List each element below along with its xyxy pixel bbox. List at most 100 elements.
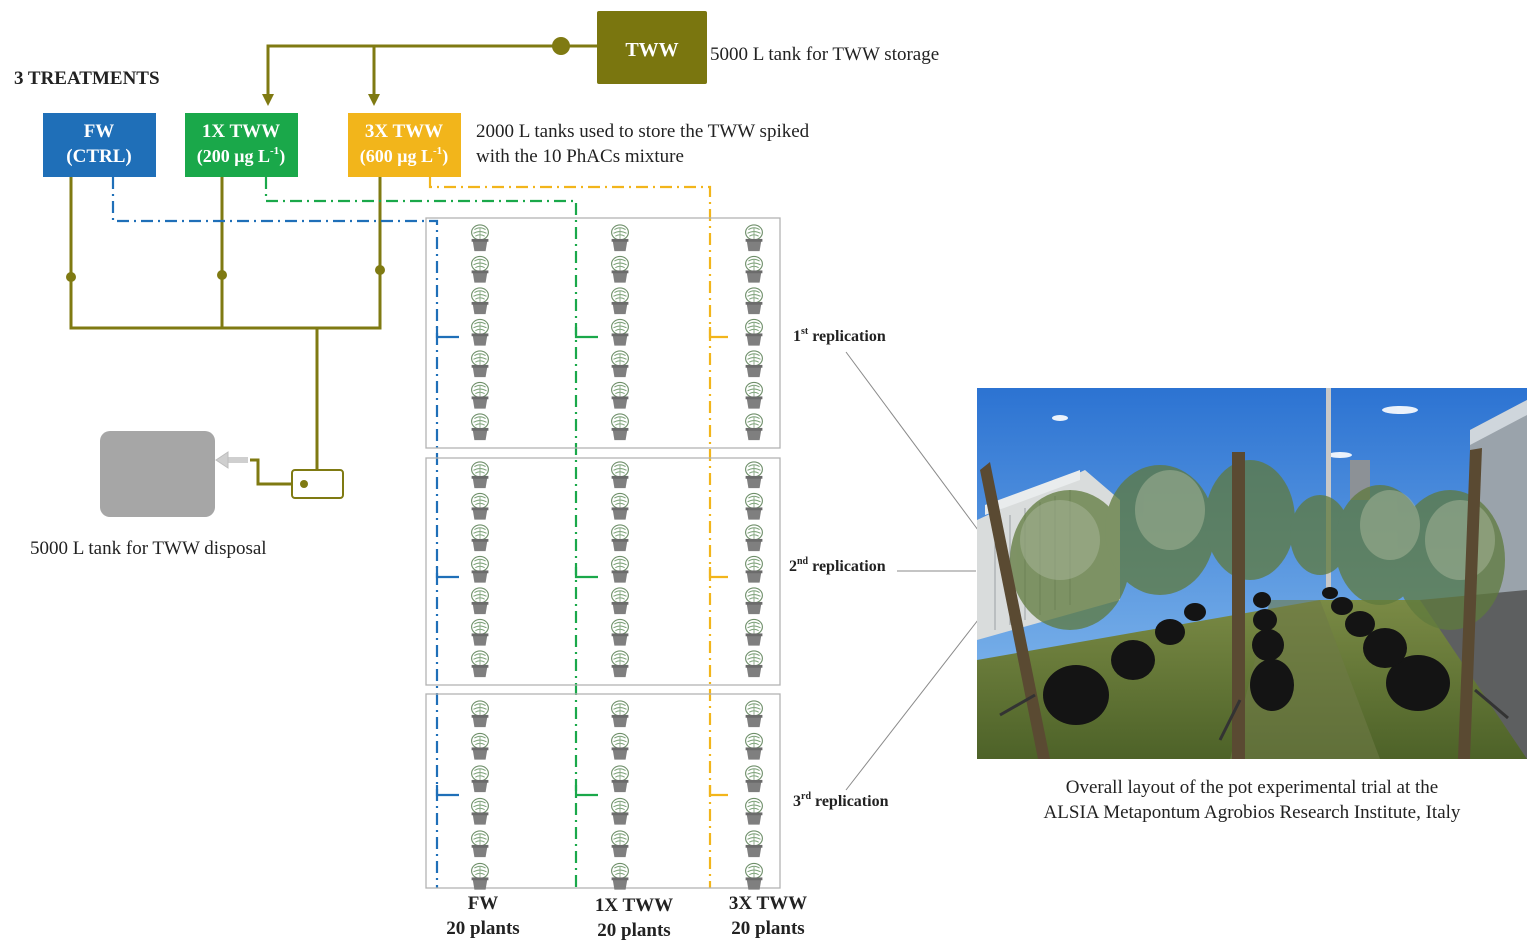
tank-fw-ctrl (43, 113, 156, 177)
potted-plant-icon (610, 555, 630, 584)
valve-icon (291, 469, 344, 499)
potted-plant-icon (610, 862, 630, 891)
potted-plant-icon (471, 255, 489, 284)
pipe-arrows (66, 37, 570, 282)
irrigation-branch (574, 567, 598, 579)
irrigation-lines (111, 177, 712, 888)
photo-leader-lines (845, 351, 979, 791)
potted-plant-icon (744, 587, 764, 615)
potted-plant-icon (471, 461, 489, 489)
potted-plant-icon (744, 350, 764, 378)
irrigation-branch (435, 785, 459, 797)
irrigation-branch (708, 567, 728, 579)
disposal-tank-caption: 5000 L tank for TWW disposal (30, 538, 267, 559)
supply-pipes (69, 44, 597, 486)
photo-caption-1: Overall layout of the pot experimental t… (1066, 777, 1438, 798)
irrigation-branch (708, 785, 728, 797)
potted-plant-icon (471, 587, 489, 615)
potted-plant-icon (471, 492, 489, 521)
potted-plant-icon (471, 732, 489, 761)
potted-plant-icon (610, 381, 630, 410)
tww-tank-caption: 5000 L tank for TWW storage (710, 44, 939, 65)
tank-3x-line2: (600 μg L-1) (360, 145, 448, 167)
column-fw-name: FW (468, 893, 499, 914)
potted-plant-icon (744, 413, 764, 441)
potted-plant-icon (744, 700, 764, 728)
photo-caption-2: ALSIA Metapontum Agrobios Research Insti… (1044, 802, 1461, 823)
replication-frame-1 (425, 217, 781, 449)
potted-plant-icon (744, 287, 764, 315)
potted-plant-icon (610, 700, 630, 728)
tww-tank-label: TWW (625, 39, 678, 61)
irrigation-branch (574, 785, 598, 797)
tank-3x-tww (348, 113, 461, 177)
column-1x-plants: 20 plants (597, 920, 670, 941)
potted-plant-icon (744, 765, 764, 793)
potted-plant-icon (744, 618, 764, 647)
tank-3x-line1: 3X TWW (365, 121, 443, 142)
plant-grid (471, 224, 764, 891)
treatment-tanks-caption-1: 2000 L tanks used to store the TWW spike… (476, 121, 810, 142)
flow-arrow-icon (215, 451, 248, 469)
junction-node (552, 37, 570, 55)
potted-plant-icon (744, 381, 764, 410)
replication-frame-3 (425, 693, 781, 889)
potted-plant-icon (744, 732, 764, 761)
potted-plant-icon (744, 255, 764, 284)
replication-frame-2 (425, 457, 781, 686)
olive-orchard-photo (977, 388, 1527, 759)
potted-plant-icon (610, 461, 630, 489)
potted-plant-icon (471, 287, 489, 315)
irrigation-branches (435, 327, 728, 797)
potted-plant-icon (610, 524, 630, 552)
potted-plant-icon (744, 318, 764, 347)
column-labels: FW 20 plants 1X TWW 20 plants 3X TWW 20 … (446, 893, 807, 941)
potted-plant-icon (744, 862, 764, 891)
potted-plant-icon (744, 830, 764, 858)
potted-plant-icon (610, 492, 630, 521)
tww-storage-tank (597, 11, 707, 84)
replication-label-3: 3rd replication (793, 791, 889, 810)
potted-plant-icon (744, 555, 764, 584)
potted-plant-icon (610, 830, 630, 858)
potted-plant-icon (471, 618, 489, 647)
potted-plant-icon (471, 650, 489, 678)
potted-plant-icon (471, 524, 489, 552)
potted-plant-icon (610, 765, 630, 793)
replication-frames (425, 217, 781, 889)
potted-plant-icon (471, 862, 489, 891)
potted-plant-icon (610, 797, 630, 826)
tank-fw-line2: (CTRL) (66, 146, 131, 167)
irrigation-branch (435, 567, 459, 579)
potted-plant-icon (744, 461, 764, 489)
potted-plant-icon (610, 318, 630, 347)
tank-1x-line2: (200 μg L-1) (197, 145, 285, 167)
potted-plant-icon (471, 413, 489, 441)
potted-plant-icon (610, 650, 630, 678)
tank-1x-line1: 1X TWW (202, 121, 280, 142)
potted-plant-icon (471, 830, 489, 858)
potted-plant-icon (471, 381, 489, 410)
potted-plant-icon (471, 224, 489, 252)
junction-node (375, 265, 385, 275)
tank-1x-tww (185, 113, 298, 177)
potted-plant-icon (471, 350, 489, 378)
column-3x-name: 3X TWW (729, 893, 807, 914)
treatment-tanks: FW (CTRL) 1X TWW (200 μg L-1) 3X TWW (60… (43, 113, 461, 177)
potted-plant-icon (744, 524, 764, 552)
potted-plant-icon (471, 700, 489, 728)
potted-plant-icon (471, 797, 489, 826)
tww-disposal-tank (100, 431, 215, 517)
potted-plant-icon (610, 732, 630, 761)
diagram-title: 3 TREATMENTS (14, 68, 160, 89)
irrigation-branch (574, 327, 598, 339)
irrigation-branch (708, 327, 728, 339)
potted-plant-icon (471, 318, 489, 347)
potted-plant-icon (744, 797, 764, 826)
potted-plant-icon (610, 413, 630, 441)
irrigation-branch (435, 327, 459, 339)
junction-node (217, 270, 227, 280)
potted-plant-icon (610, 255, 630, 284)
tank-fw-line1: FW (84, 121, 115, 142)
